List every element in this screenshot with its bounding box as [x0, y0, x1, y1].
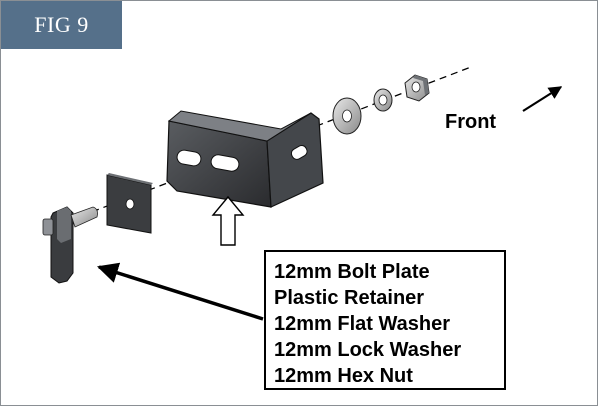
front-direction-arrow [522, 86, 563, 112]
insert-arrow [211, 195, 245, 246]
legend-item: 12mm Flat Washer [274, 313, 450, 335]
lock-washer-part [373, 88, 393, 112]
legend-item: 12mm Bolt Plate [274, 261, 430, 283]
front-label: Front [445, 111, 497, 133]
bolt-plate-part [166, 110, 324, 208]
flat-washer-part [332, 97, 362, 135]
hex-nut-part [404, 74, 430, 102]
legend-item: 12mm Lock Washer [274, 339, 462, 361]
plastic-retainer-part [106, 173, 153, 234]
bolt-part [42, 206, 98, 284]
figure-label-tab: FIG 9 [1, 1, 122, 49]
parts-legend: 12mm Bolt Plate Plastic Retainer 12mm Fl… [264, 250, 506, 390]
legend-item: 12mm Hex Nut [274, 365, 413, 387]
callout-arrow [96, 262, 264, 321]
legend-item: Plastic Retainer [274, 287, 425, 309]
figure-label: FIG 9 [34, 12, 89, 37]
